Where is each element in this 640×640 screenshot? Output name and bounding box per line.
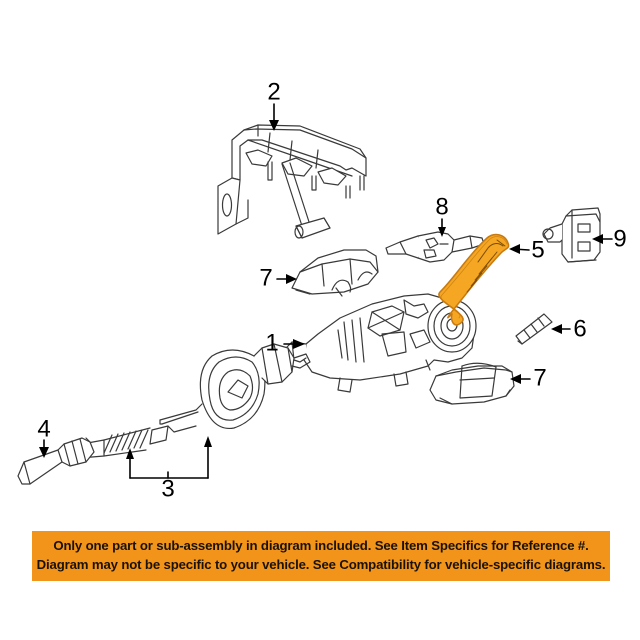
callout-label-5: 5 bbox=[531, 236, 544, 263]
callout-label-1: 1 bbox=[265, 329, 278, 356]
part-4-lower-shaft bbox=[17, 437, 95, 485]
part-6-key-blank bbox=[515, 313, 553, 345]
callout-label-6: 6 bbox=[573, 315, 586, 342]
part-7b-lower-shroud bbox=[429, 362, 515, 405]
part-5-tilt-lever-highlighted bbox=[438, 233, 510, 326]
callout-label-4: 4 bbox=[37, 415, 50, 442]
part-3-intermediate-shaft-assembly bbox=[77, 343, 311, 459]
disclaimer-line-1: Only one part or sub-assembly in diagram… bbox=[53, 538, 589, 553]
callout-label-3: 3 bbox=[161, 475, 174, 502]
disclaimer-line-2: Diagram may not be specific to your vehi… bbox=[36, 557, 606, 572]
callout-label-2: 2 bbox=[267, 78, 280, 105]
callout-leaders bbox=[39, 103, 613, 479]
parking-brake-pedal bbox=[281, 162, 331, 239]
callout-label-7-lower: 7 bbox=[533, 364, 546, 391]
callout-labels: 2 8 9 5 6 7 7 1 4 3 bbox=[37, 78, 626, 502]
callout-label-7-upper: 7 bbox=[259, 264, 272, 291]
part-7-upper-shroud bbox=[291, 249, 379, 297]
callout-label-8: 8 bbox=[435, 193, 448, 220]
part-2-mounting-bracket bbox=[217, 124, 367, 235]
callout-label-9: 9 bbox=[613, 225, 626, 252]
part-9-ignition-lock-housing bbox=[542, 207, 601, 263]
disclaimer-banner: Only one part or sub-assembly in diagram… bbox=[32, 531, 610, 581]
